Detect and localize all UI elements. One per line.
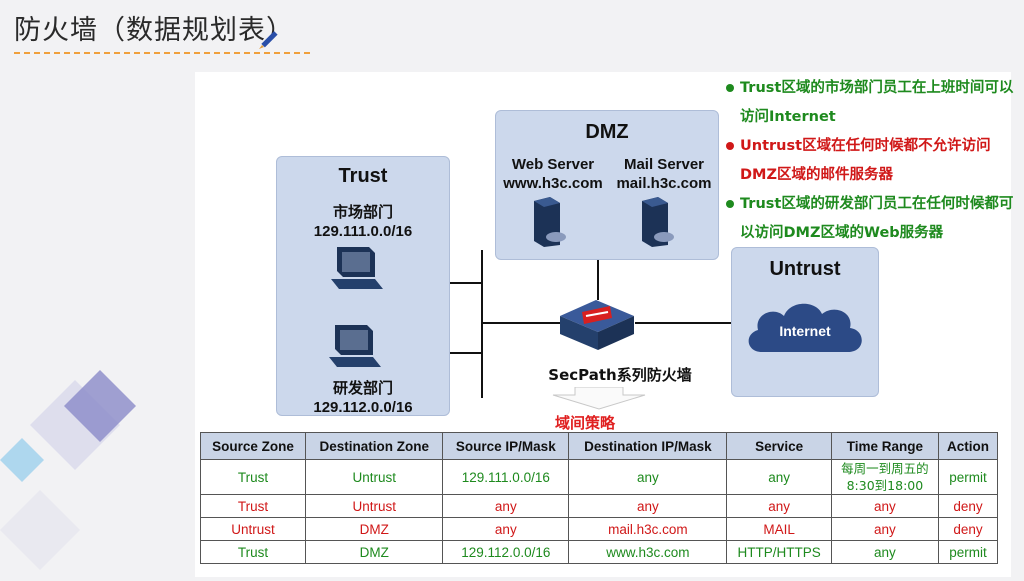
dept1-info: 市场部门 129.111.0.0/16	[277, 203, 449, 241]
table-cell: any	[568, 494, 728, 518]
policy-note: Untrust区域在任何时候都不允许访问DMZ区域的邮件服务器	[724, 132, 1024, 190]
bullet-dot-icon	[726, 142, 734, 150]
table-cell: Trust	[199, 459, 307, 495]
column-header: Destination IP/Mask	[568, 432, 728, 460]
table-cell: any	[830, 494, 939, 518]
internet-label: Internet	[779, 323, 831, 339]
title-underline	[14, 52, 310, 54]
column-header: Service	[726, 432, 832, 460]
table-cell: any	[726, 459, 832, 495]
web-server-name: Web Server	[511, 156, 595, 173]
firewall-label: SecPath系列防火墙	[548, 366, 692, 384]
table-cell: www.h3c.com	[568, 540, 728, 564]
dept1-name: 市场部门	[332, 203, 393, 221]
computer-icon	[331, 247, 383, 289]
table-cell: any	[830, 517, 939, 541]
dept1-subnet: 129.111.0.0/16	[313, 223, 413, 240]
server-icon	[642, 197, 674, 247]
policy-note-text: Untrust区域在任何时候都不允许访问DMZ区域的邮件服务器	[740, 138, 991, 183]
table-cell: any	[726, 494, 832, 518]
untrust-zone-title: Untrust	[769, 258, 841, 280]
firewall-icon	[560, 300, 634, 350]
trust-zone: Trust 市场部门 129.111.0.0/16 研发部门 129.112.0…	[276, 156, 450, 416]
policy-caption: 域间策略	[555, 414, 616, 432]
dmz-zone: DMZ Web Server www.h3c.com Mail Server m…	[495, 110, 719, 260]
mail-server-name: Mail Server	[623, 156, 705, 173]
bus-to-firewall-link	[481, 322, 561, 324]
policy-note: Trust区域的市场部门员工在上班时间可以访问Internet	[724, 74, 1024, 132]
table-cell: any	[442, 517, 570, 541]
table-cell: MAIL	[726, 517, 832, 541]
bullet-dot-icon	[726, 200, 734, 208]
policy-note-text: Trust区域的市场部门员工在上班时间可以访问Internet	[740, 80, 1014, 125]
table-cell: any	[568, 459, 728, 495]
table-cell: deny	[937, 494, 999, 518]
dept2-subnet: 129.112.0.0/16	[313, 399, 413, 416]
arrow-down-icon	[552, 387, 646, 410]
slide-title: 防火墙（数据规划表）	[14, 15, 294, 46]
table-cell: Trust	[199, 540, 307, 564]
mail-server-host: mail.h3c.com	[616, 175, 712, 192]
column-header: Destination Zone	[305, 432, 444, 460]
trust-bus	[481, 250, 483, 398]
table-cell: Trust	[199, 494, 307, 518]
bullet-dot-icon	[726, 84, 734, 92]
dmz-zone-title: DMZ	[585, 121, 629, 143]
table-cell: permit	[937, 540, 999, 564]
table-cell: Untrust	[199, 517, 307, 541]
table-cell: 129.111.0.0/16	[442, 459, 570, 495]
table-cell: 每周一到周五的8:30到18:00	[830, 459, 939, 495]
decorative-squares	[0, 370, 136, 570]
untrust-zone: Untrust Internet	[731, 247, 879, 397]
table-cell: 129.112.0.0/16	[442, 540, 570, 564]
pen-icon	[259, 31, 278, 49]
column-header: Source Zone	[199, 432, 307, 460]
table-cell: deny	[937, 517, 999, 541]
table-cell: any	[442, 494, 570, 518]
mail-server-info: Mail Server mail.h3c.com	[610, 155, 718, 193]
table-cell: any	[830, 540, 939, 564]
table-cell: HTTP/HTTPS	[726, 540, 832, 564]
table-cell: permit	[937, 459, 999, 495]
table-cell: Untrust	[305, 494, 444, 518]
web-server-host: www.h3c.com	[503, 175, 603, 192]
computer-icon	[329, 325, 381, 367]
table-cell: DMZ	[305, 517, 444, 541]
policy-note: Trust区域的研发部门员工在任何时候都可以访问DMZ区域的Web服务器	[724, 190, 1024, 248]
column-header: Action	[937, 432, 999, 460]
trust-zone-title: Trust	[338, 165, 388, 187]
firewall-to-untrust-link	[635, 322, 735, 324]
table-cell: DMZ	[305, 540, 444, 564]
policy-note-text: Trust区域的研发部门员工在任何时候都可以访问DMZ区域的Web服务器	[740, 196, 1014, 241]
dept2-info: 研发部门 129.112.0.0/16	[277, 379, 449, 417]
table-cell: Untrust	[305, 459, 444, 495]
firewall-to-dmz-link	[597, 258, 599, 300]
column-header: Time Range	[830, 432, 939, 460]
dept2-name: 研发部门	[332, 379, 393, 397]
web-server-info: Web Server www.h3c.com	[498, 155, 608, 193]
server-icon	[534, 197, 566, 247]
column-header: Source IP/Mask	[442, 432, 570, 460]
internet-cloud-icon	[748, 303, 862, 352]
table-cell: mail.h3c.com	[568, 517, 728, 541]
